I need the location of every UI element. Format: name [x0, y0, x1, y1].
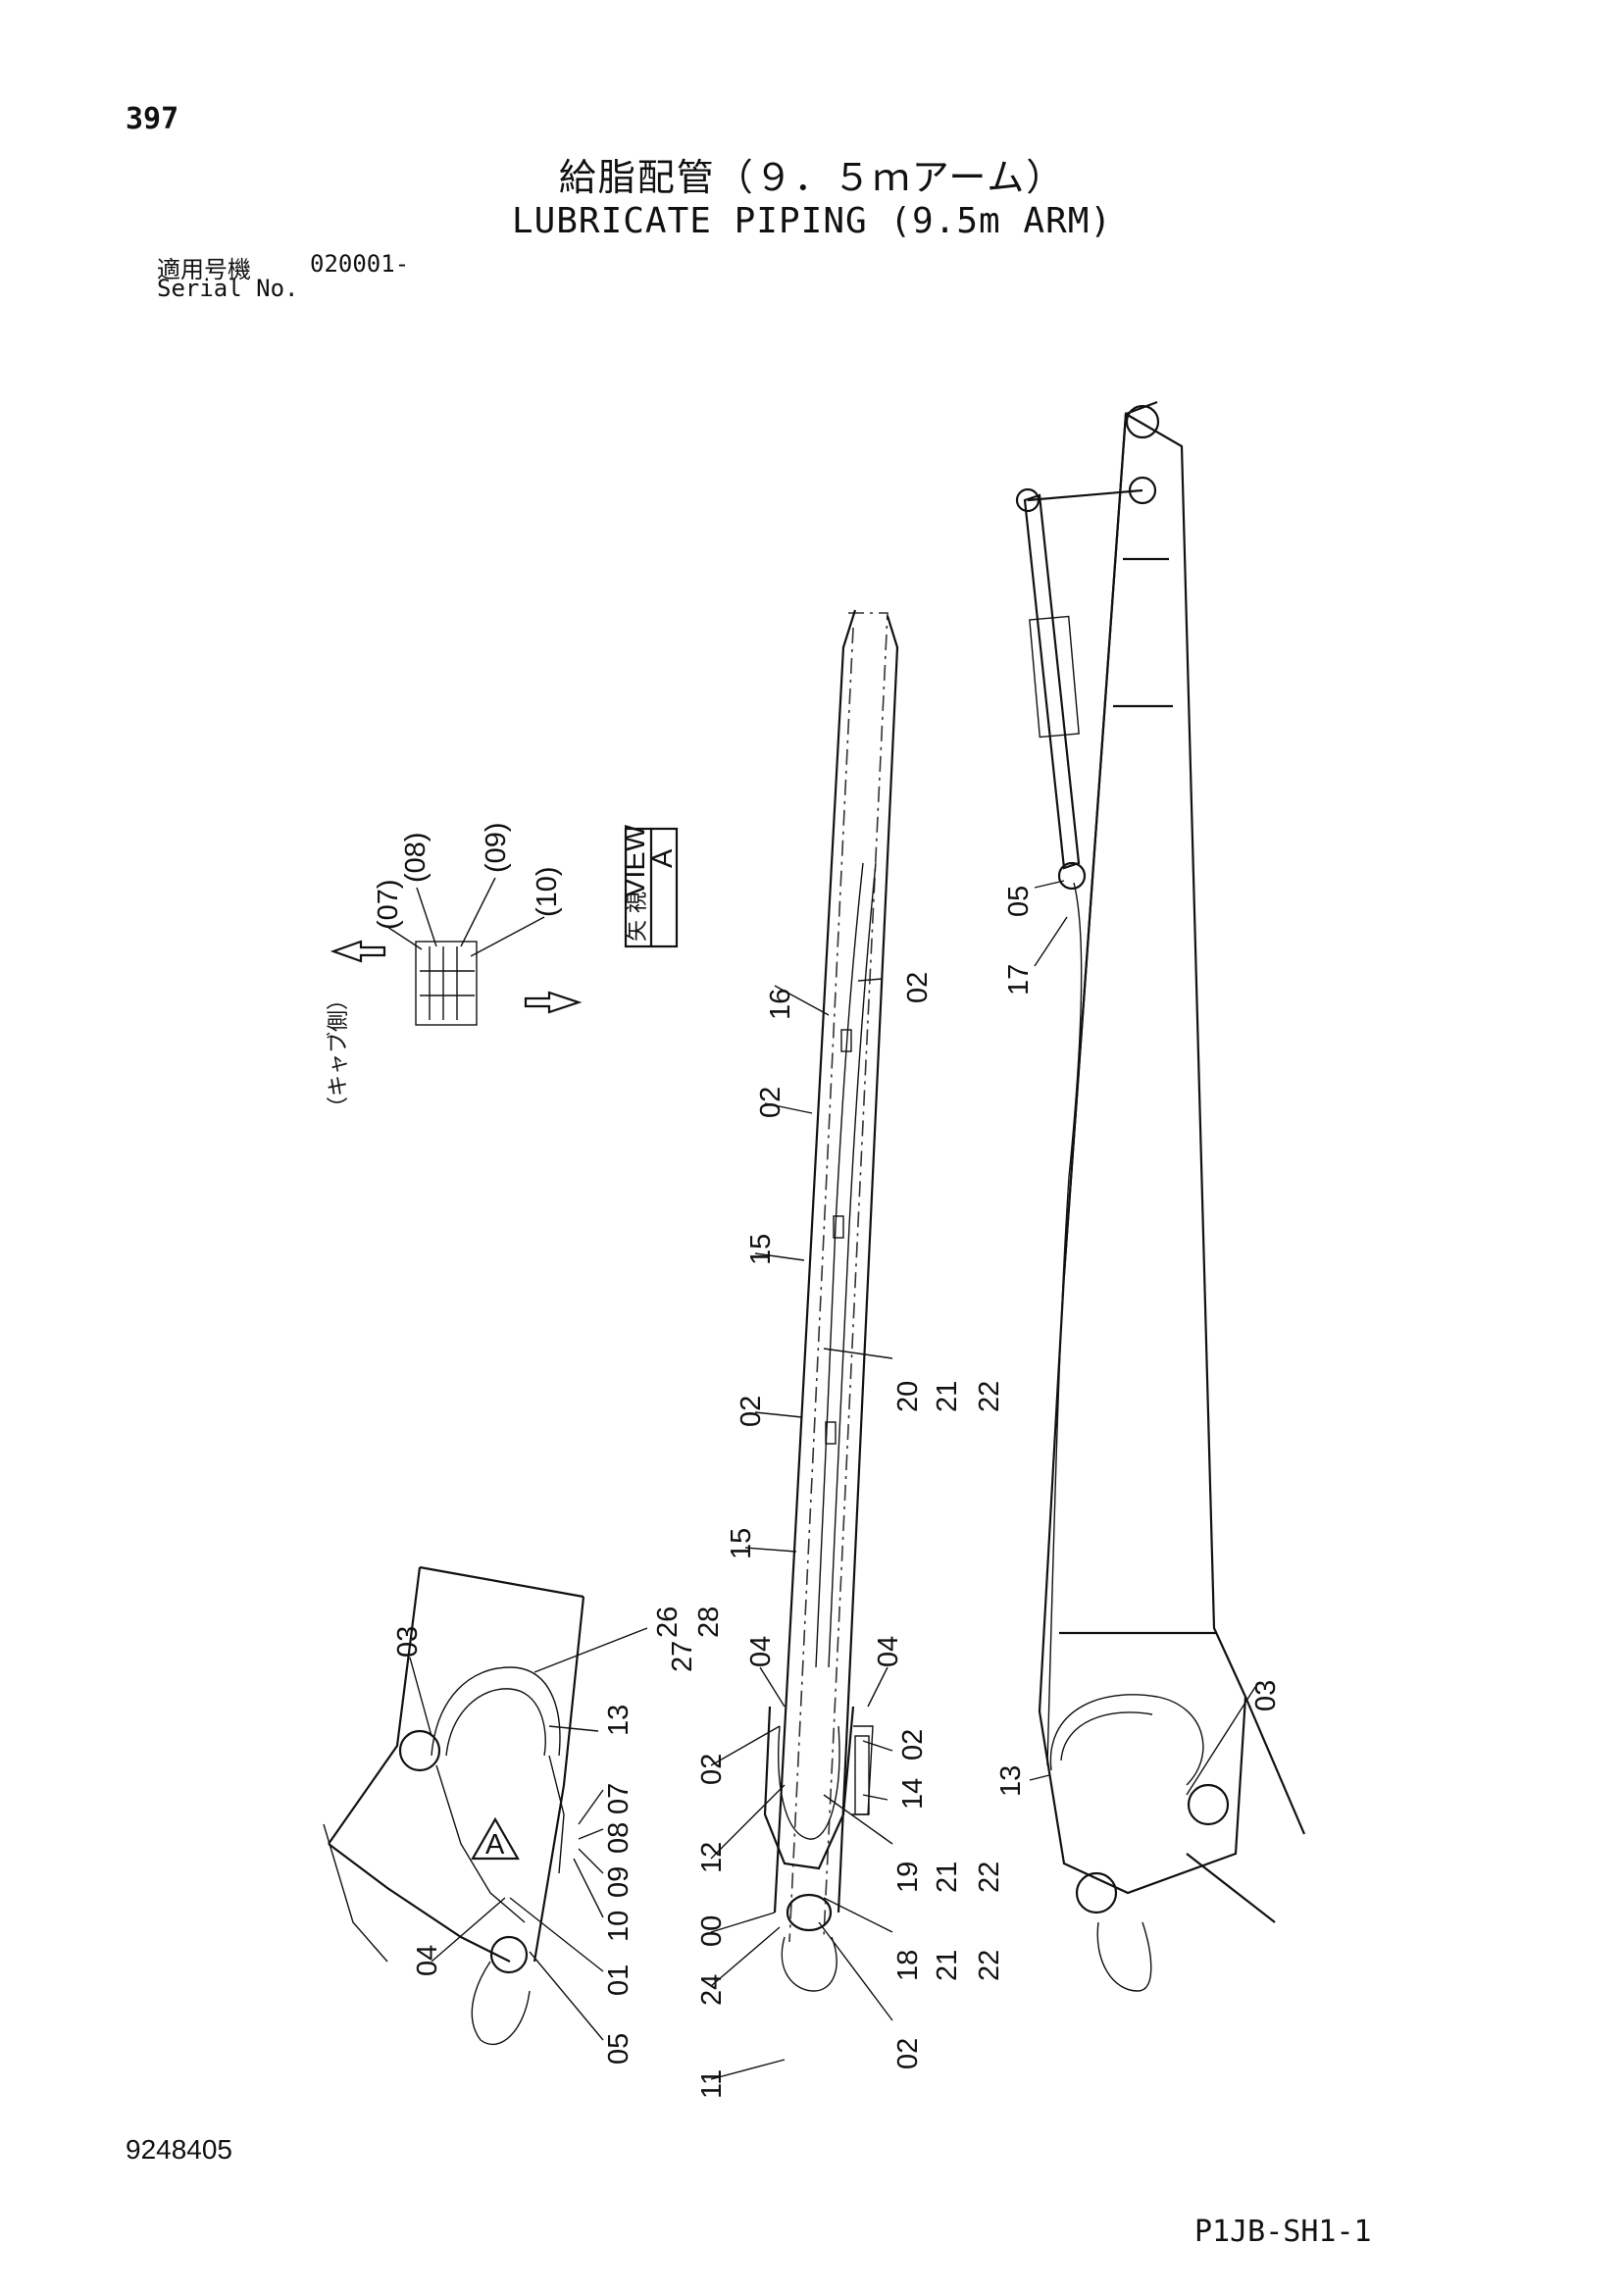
callout-02: 02: [897, 1729, 929, 1760]
callout-07: (07): [373, 879, 404, 930]
callout-09: 09: [603, 1866, 634, 1898]
view-box-english: VIEW: [620, 824, 651, 897]
callout-04: 04: [873, 1636, 904, 1667]
callout-11: 11: [696, 2069, 728, 2099]
serial-label-japanese: 適用号機: [157, 256, 251, 283]
view-box-japanese: 矢 視: [626, 892, 650, 942]
arrow-left: [330, 940, 386, 963]
arm-side-view: [1015, 400, 1306, 1992]
callout-18: 18: [892, 1950, 924, 1981]
view-a-box: 矢 視 VIEW A: [620, 824, 679, 948]
title-english: LUBRICATE PIPING (9.5m ARM): [511, 201, 1113, 241]
view-a-detail: （キャブ側） (07) (08) (09) (10): [327, 822, 583, 1118]
arm-bucket-pin: [1075, 1871, 1118, 1914]
callout-17: 17: [1003, 964, 1035, 995]
callout-28: 28: [693, 1607, 725, 1638]
callout-22: 22: [974, 1862, 1005, 1893]
drawing-number: 9248405: [126, 2134, 233, 2165]
callout-13: 13: [603, 1705, 634, 1736]
callout-26: 26: [652, 1607, 684, 1638]
foot-lower-pin: [489, 1935, 529, 1974]
foot-upper-pin: [398, 1729, 441, 1772]
middle-view-callouts: 16 02 02 15 20 21 22 02 15 04 02 12 04 0…: [696, 972, 1005, 2099]
callout-02: 02: [755, 1087, 787, 1118]
serial-label-english: Serial No.: [157, 275, 299, 302]
arm-top-view: [763, 609, 899, 1992]
callout-08: (08): [400, 832, 431, 883]
callout-20: 20: [892, 1381, 924, 1412]
arm-foot-detail: A: [323, 1565, 585, 2046]
callout-07: 07: [603, 1783, 634, 1814]
arm-foot-pin: [1187, 1783, 1230, 1826]
callout-27: 27: [667, 1641, 698, 1672]
arm-link-pin: [1128, 476, 1157, 505]
callout-15: 15: [745, 1234, 777, 1265]
serial-value: 020001-: [310, 250, 410, 278]
callout-00: 00: [696, 1915, 728, 1947]
section-mark-triangle: [471, 1816, 520, 1861]
callout-05: 05: [1003, 886, 1035, 917]
arrow-right: [524, 991, 583, 1014]
cab-side-label: （キャブ側）: [327, 989, 351, 1118]
callout-15: 15: [726, 1528, 757, 1559]
callout-05: 05: [603, 2033, 634, 2065]
callout-21: 21: [932, 1950, 963, 1981]
callout-19: 19: [892, 1862, 924, 1893]
title-japanese: 給脂配管（９．５ｍアーム）: [558, 156, 1066, 199]
left-view-callouts: 03 26 27 28 13 07 08 09 10 01 05 04: [392, 1607, 725, 2065]
section-mark-letter: A: [485, 1829, 505, 1861]
callout-22: 22: [974, 1381, 1005, 1412]
callout-16: 16: [765, 989, 796, 1020]
callout-02: 02: [736, 1396, 767, 1427]
callout-13: 13: [995, 1765, 1027, 1797]
callout-21: 21: [932, 1862, 963, 1893]
callout-02: 02: [892, 2038, 924, 2069]
arm-top-pin: [1125, 404, 1160, 439]
callout-04: 04: [412, 1945, 443, 1976]
callout-21: 21: [932, 1381, 963, 1412]
callout-02: 02: [902, 972, 934, 1003]
callout-22: 22: [974, 1950, 1005, 1981]
page-number: 397: [126, 102, 179, 136]
callout-03: 03: [392, 1626, 424, 1658]
callout-24: 24: [696, 1974, 728, 2006]
view-box-letter: A: [647, 848, 679, 868]
callout-10: 10: [603, 1911, 634, 1942]
callout-03: 03: [1250, 1680, 1282, 1711]
bucket-cylinder: [1023, 493, 1081, 870]
sheet-code: P1JB-SH1-1: [1194, 2215, 1372, 2249]
callout-01: 01: [603, 1964, 634, 1996]
right-view-callouts: 05 17 03 13: [995, 880, 1282, 1797]
callout-04: 04: [745, 1636, 777, 1667]
callout-10: (10): [532, 866, 563, 917]
callout-14: 14: [897, 1778, 929, 1810]
callout-09: (09): [481, 822, 512, 873]
callout-08: 08: [603, 1822, 634, 1854]
